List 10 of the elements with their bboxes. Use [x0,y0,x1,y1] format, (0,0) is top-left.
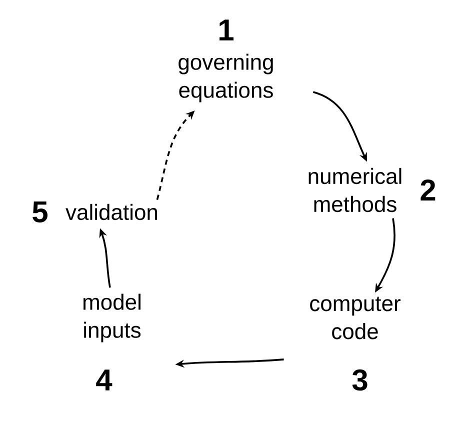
step-label: numerical methods [308,168,402,212]
step-number: 2 [420,180,436,200]
step-number: 5 [32,202,48,222]
step-label: model inputs [84,294,141,342]
step-number: 4 [96,370,112,390]
step-number: 3 [352,369,368,391]
step-number: 1 [220,20,234,40]
step-label: computer code [310,296,400,340]
step-label: governing equations [178,54,273,102]
step-label: validation [66,204,158,220]
